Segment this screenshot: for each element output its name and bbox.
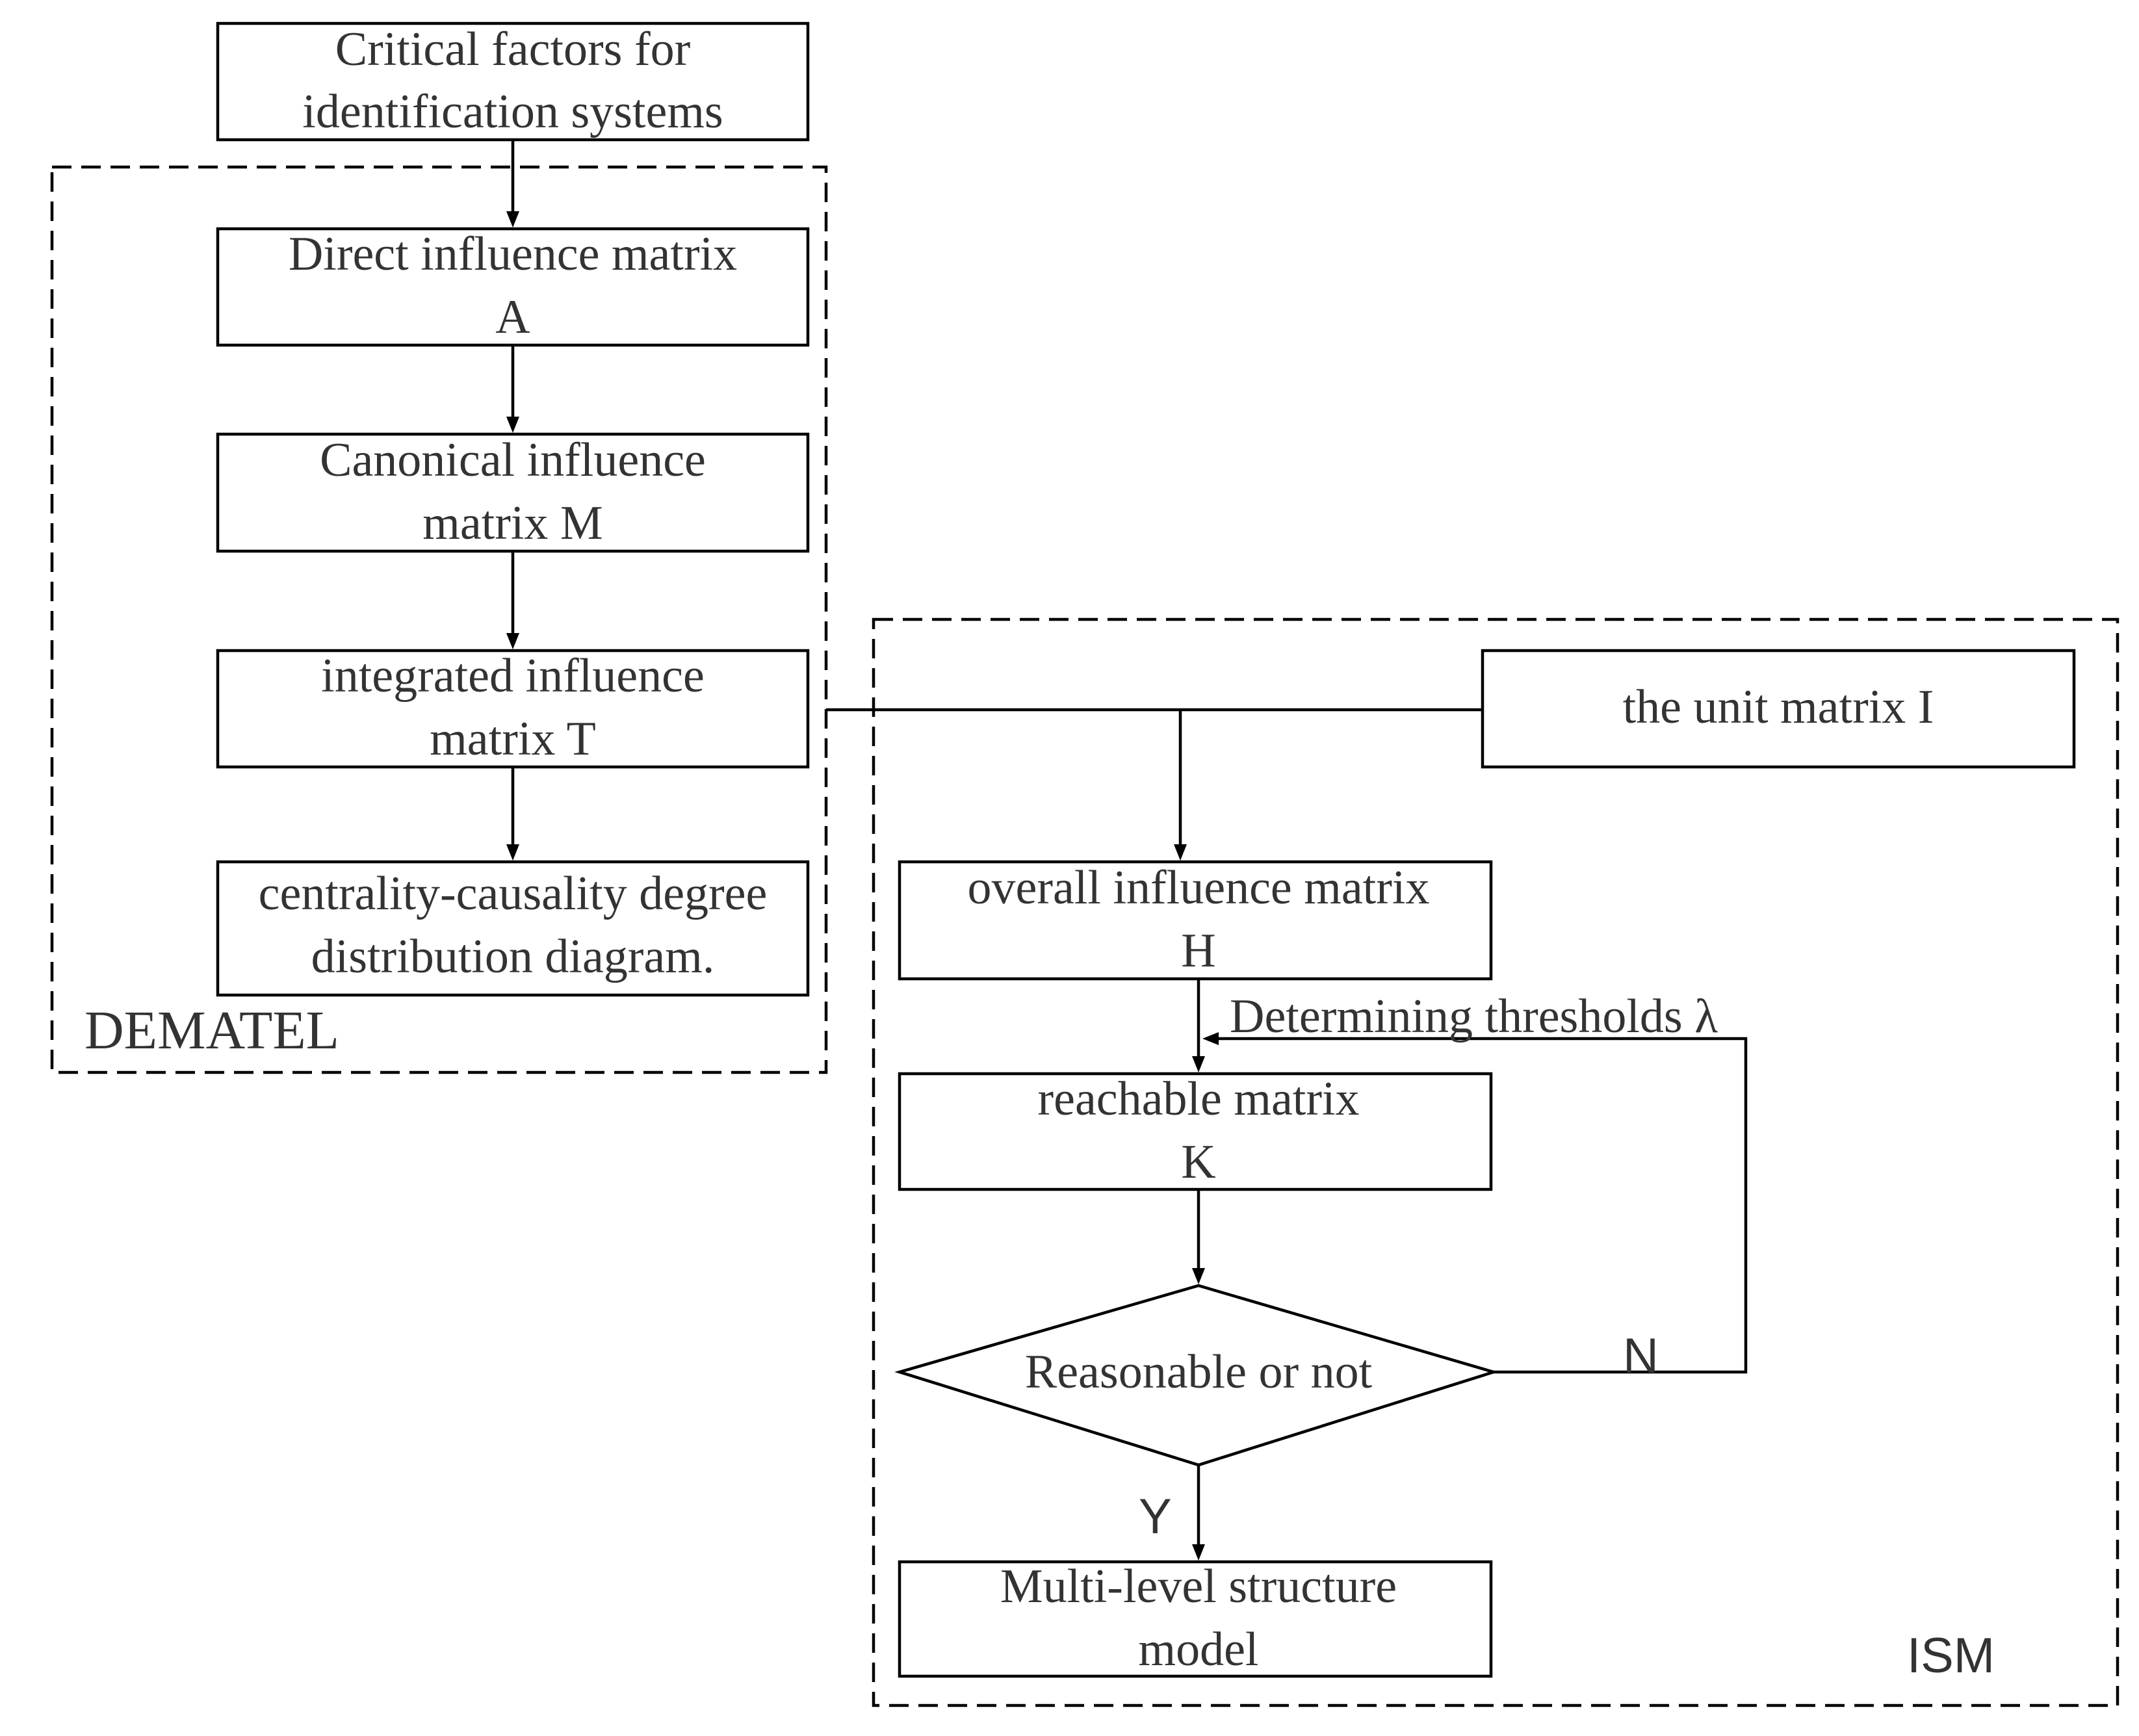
node-critical-factors-line1: Critical factors for xyxy=(335,23,691,76)
node-unit-matrix: the unit matrix I xyxy=(1481,649,2076,769)
ism-group-label: ISM xyxy=(1907,1628,1995,1683)
arrowhead-icon xyxy=(506,633,519,649)
node-overall-matrix-line2: H xyxy=(1181,924,1215,978)
arrowhead-icon xyxy=(1202,1032,1219,1045)
arrowhead-icon xyxy=(506,417,519,433)
arrowhead-icon xyxy=(1192,1544,1205,1561)
node-canonical-matrix-line2: matrix M xyxy=(422,497,603,550)
node-overall-matrix-line1: overall influence matrix xyxy=(968,861,1430,914)
node-reachable-matrix: reachable matrix K xyxy=(898,1072,1493,1191)
arrowhead-icon xyxy=(506,844,519,861)
connectors xyxy=(506,140,1748,1561)
node-direct-matrix-line2: A xyxy=(495,291,530,344)
edge-label-yes: Y xyxy=(1139,1489,1172,1544)
edge-label-no: N xyxy=(1623,1328,1659,1384)
node-integrated-matrix-line1: integrated influence xyxy=(321,649,705,703)
node-critical-factors-line2: identification systems xyxy=(302,85,723,138)
node-centrality-causality-diagram: centrality-causality degree distribution… xyxy=(216,860,810,997)
node-integrated-influence-matrix: integrated influence matrix T xyxy=(216,649,810,769)
node-decision-reasonable: Reasonable or not xyxy=(894,1284,1499,1467)
node-decision-label: Reasonable or not xyxy=(1025,1345,1373,1399)
node-overall-influence-matrix: overall influence matrix H xyxy=(898,860,1493,981)
arrowhead-icon xyxy=(506,211,519,227)
edge-decision-no-loop xyxy=(1219,1037,1748,1374)
node-canonical-matrix-line1: Canonical influence xyxy=(320,434,706,487)
node-reachable-matrix-line1: reachable matrix xyxy=(1037,1072,1359,1126)
node-direct-influence-matrix: Direct influence matrix A xyxy=(216,227,810,347)
arrowhead-icon xyxy=(1192,1056,1205,1072)
node-reachable-matrix-line2: K xyxy=(1181,1135,1215,1189)
dematel-group-frame xyxy=(50,165,828,1074)
arrowhead-icon xyxy=(1174,844,1187,861)
ism-group-frame xyxy=(872,617,2120,1707)
node-centrality-diagram-line1: centrality-causality degree xyxy=(259,867,768,920)
node-integrated-matrix-line2: matrix T xyxy=(430,712,596,766)
node-direct-matrix-line1: Direct influence matrix xyxy=(289,227,737,281)
node-unit-matrix-line1: the unit matrix I xyxy=(1623,680,1934,734)
node-canonical-influence-matrix: Canonical influence matrix M xyxy=(216,432,810,553)
arrowhead-icon xyxy=(1192,1268,1205,1284)
dematel-group-label: DEMATEL xyxy=(84,1000,339,1061)
node-multilevel-model-line2: model xyxy=(1139,1623,1259,1676)
edge-label-threshold: Determining thresholds λ xyxy=(1230,990,1718,1043)
node-multilevel-structure-model: Multi-level structure model xyxy=(898,1560,1493,1678)
node-critical-factors: Critical factors for identification syst… xyxy=(216,21,810,142)
node-centrality-diagram-line2: distribution diagram. xyxy=(311,930,715,983)
node-multilevel-model-line1: Multi-level structure xyxy=(1000,1560,1397,1613)
